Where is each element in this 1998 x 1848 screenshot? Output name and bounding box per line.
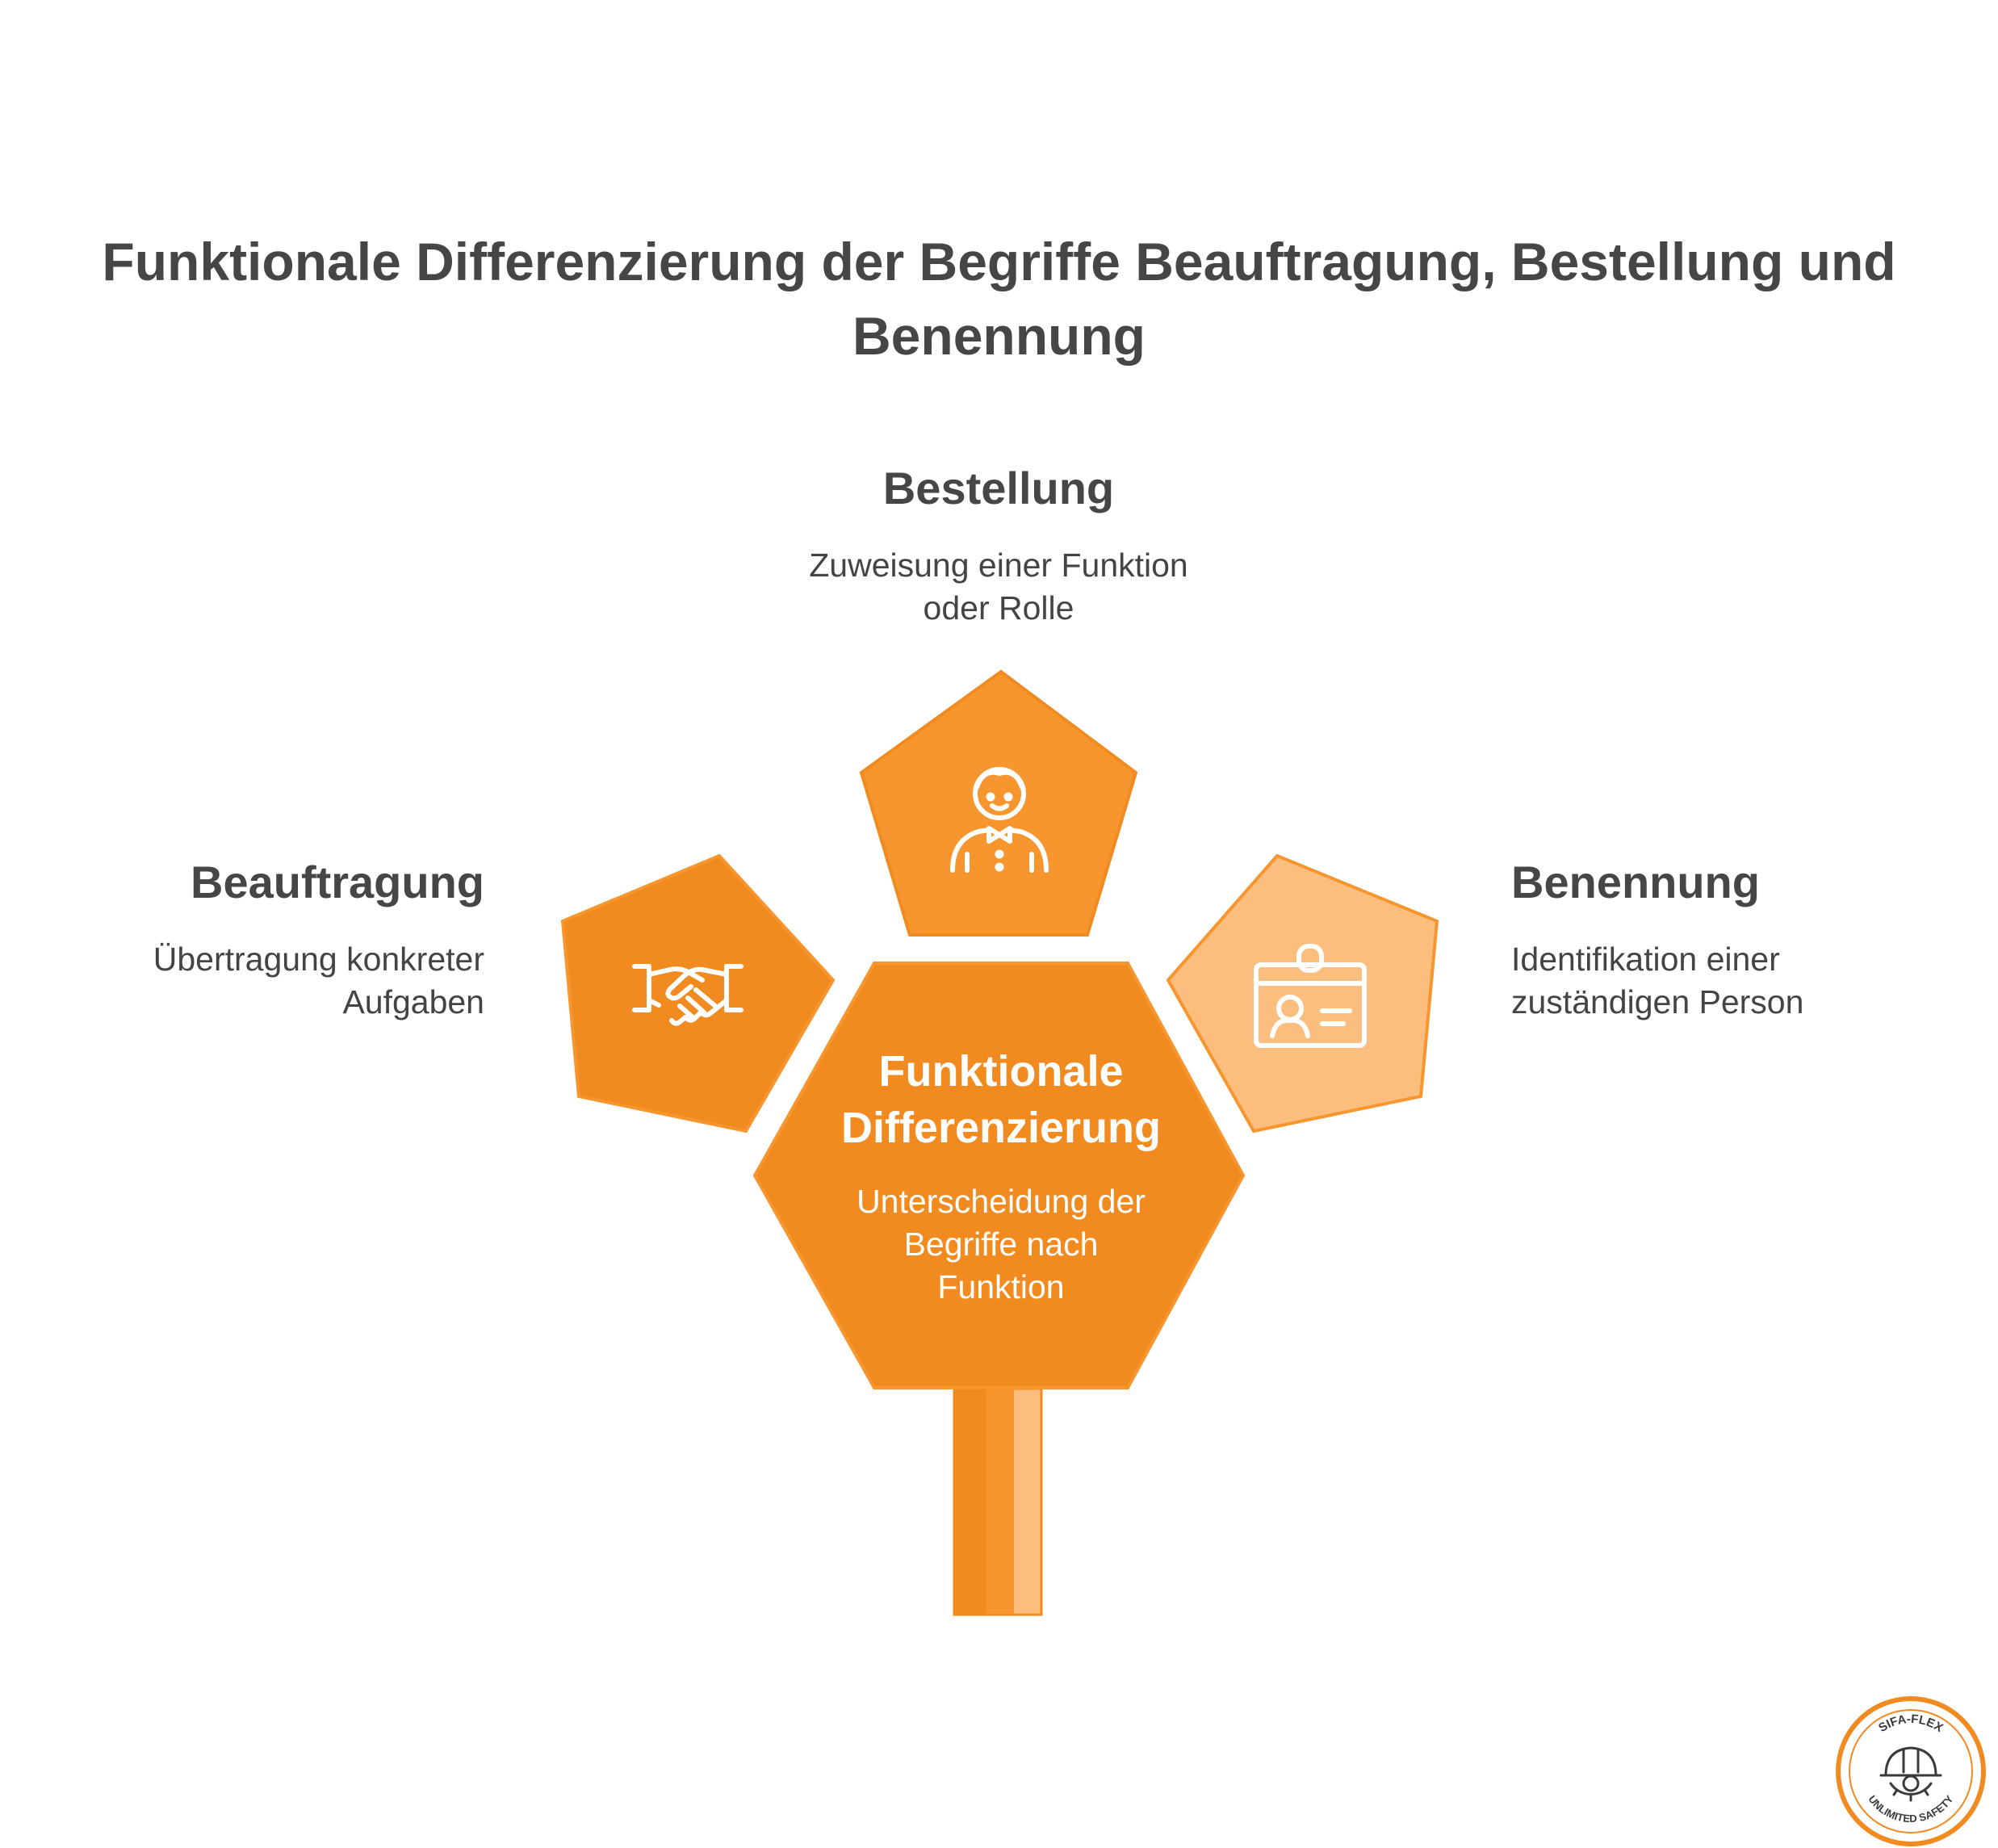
bestellung-heading: Bestellung [882,463,1115,513]
pentagon-bestellung [859,669,1138,937]
center-label: Funktionale Differenzierung Unterscheidu… [791,1043,1211,1309]
beauftragung-heading: Beauftragung [191,857,484,907]
benennung-description: Identifikation einer zuständigen Person [1511,941,1804,1020]
person-with-bowtie-icon [950,767,1049,873]
logo-ring [1836,1696,1986,1846]
stem-segment-light [1014,1389,1041,1615]
logo-inner-ring [1849,1709,1973,1833]
bestellung-description: Zuweisung einer Funktion oder Rolle [809,547,1188,626]
stem-segment-mid [986,1389,1014,1615]
center-heading: Funktionale Differenzierung [840,1047,1162,1152]
benennung-heading: Benennung [1511,857,1760,907]
id-badge-icon [1254,944,1367,1048]
diagram-title: Funktionale Differenzierung der Begriffe… [102,232,1896,366]
beauftragung-description: Übertragung konkreter Aufgaben [153,941,484,1020]
center-hexagon [752,962,1246,1389]
label-benennung: Benennung Identifikation einer zuständig… [1511,854,1963,1024]
stem [953,1387,1043,1616]
stem-segment-dark [954,1389,986,1615]
pentagon-benennung [1166,853,1439,1134]
handshake-icon [632,964,743,1026]
label-beauftragung: Beauftragung Übertragung konkreter Aufga… [81,854,484,1024]
helmet-gear-icon [1879,1746,1942,1802]
label-bestellung: Bestellung Zuweisung einer Funktion oder… [676,460,1322,630]
center-description: Unterscheidung der Begriffe nach Funktio… [857,1183,1146,1305]
sifa-flex-logo: SIFA-FLEX UNLIMITED SAFETY [1836,1696,1986,1846]
